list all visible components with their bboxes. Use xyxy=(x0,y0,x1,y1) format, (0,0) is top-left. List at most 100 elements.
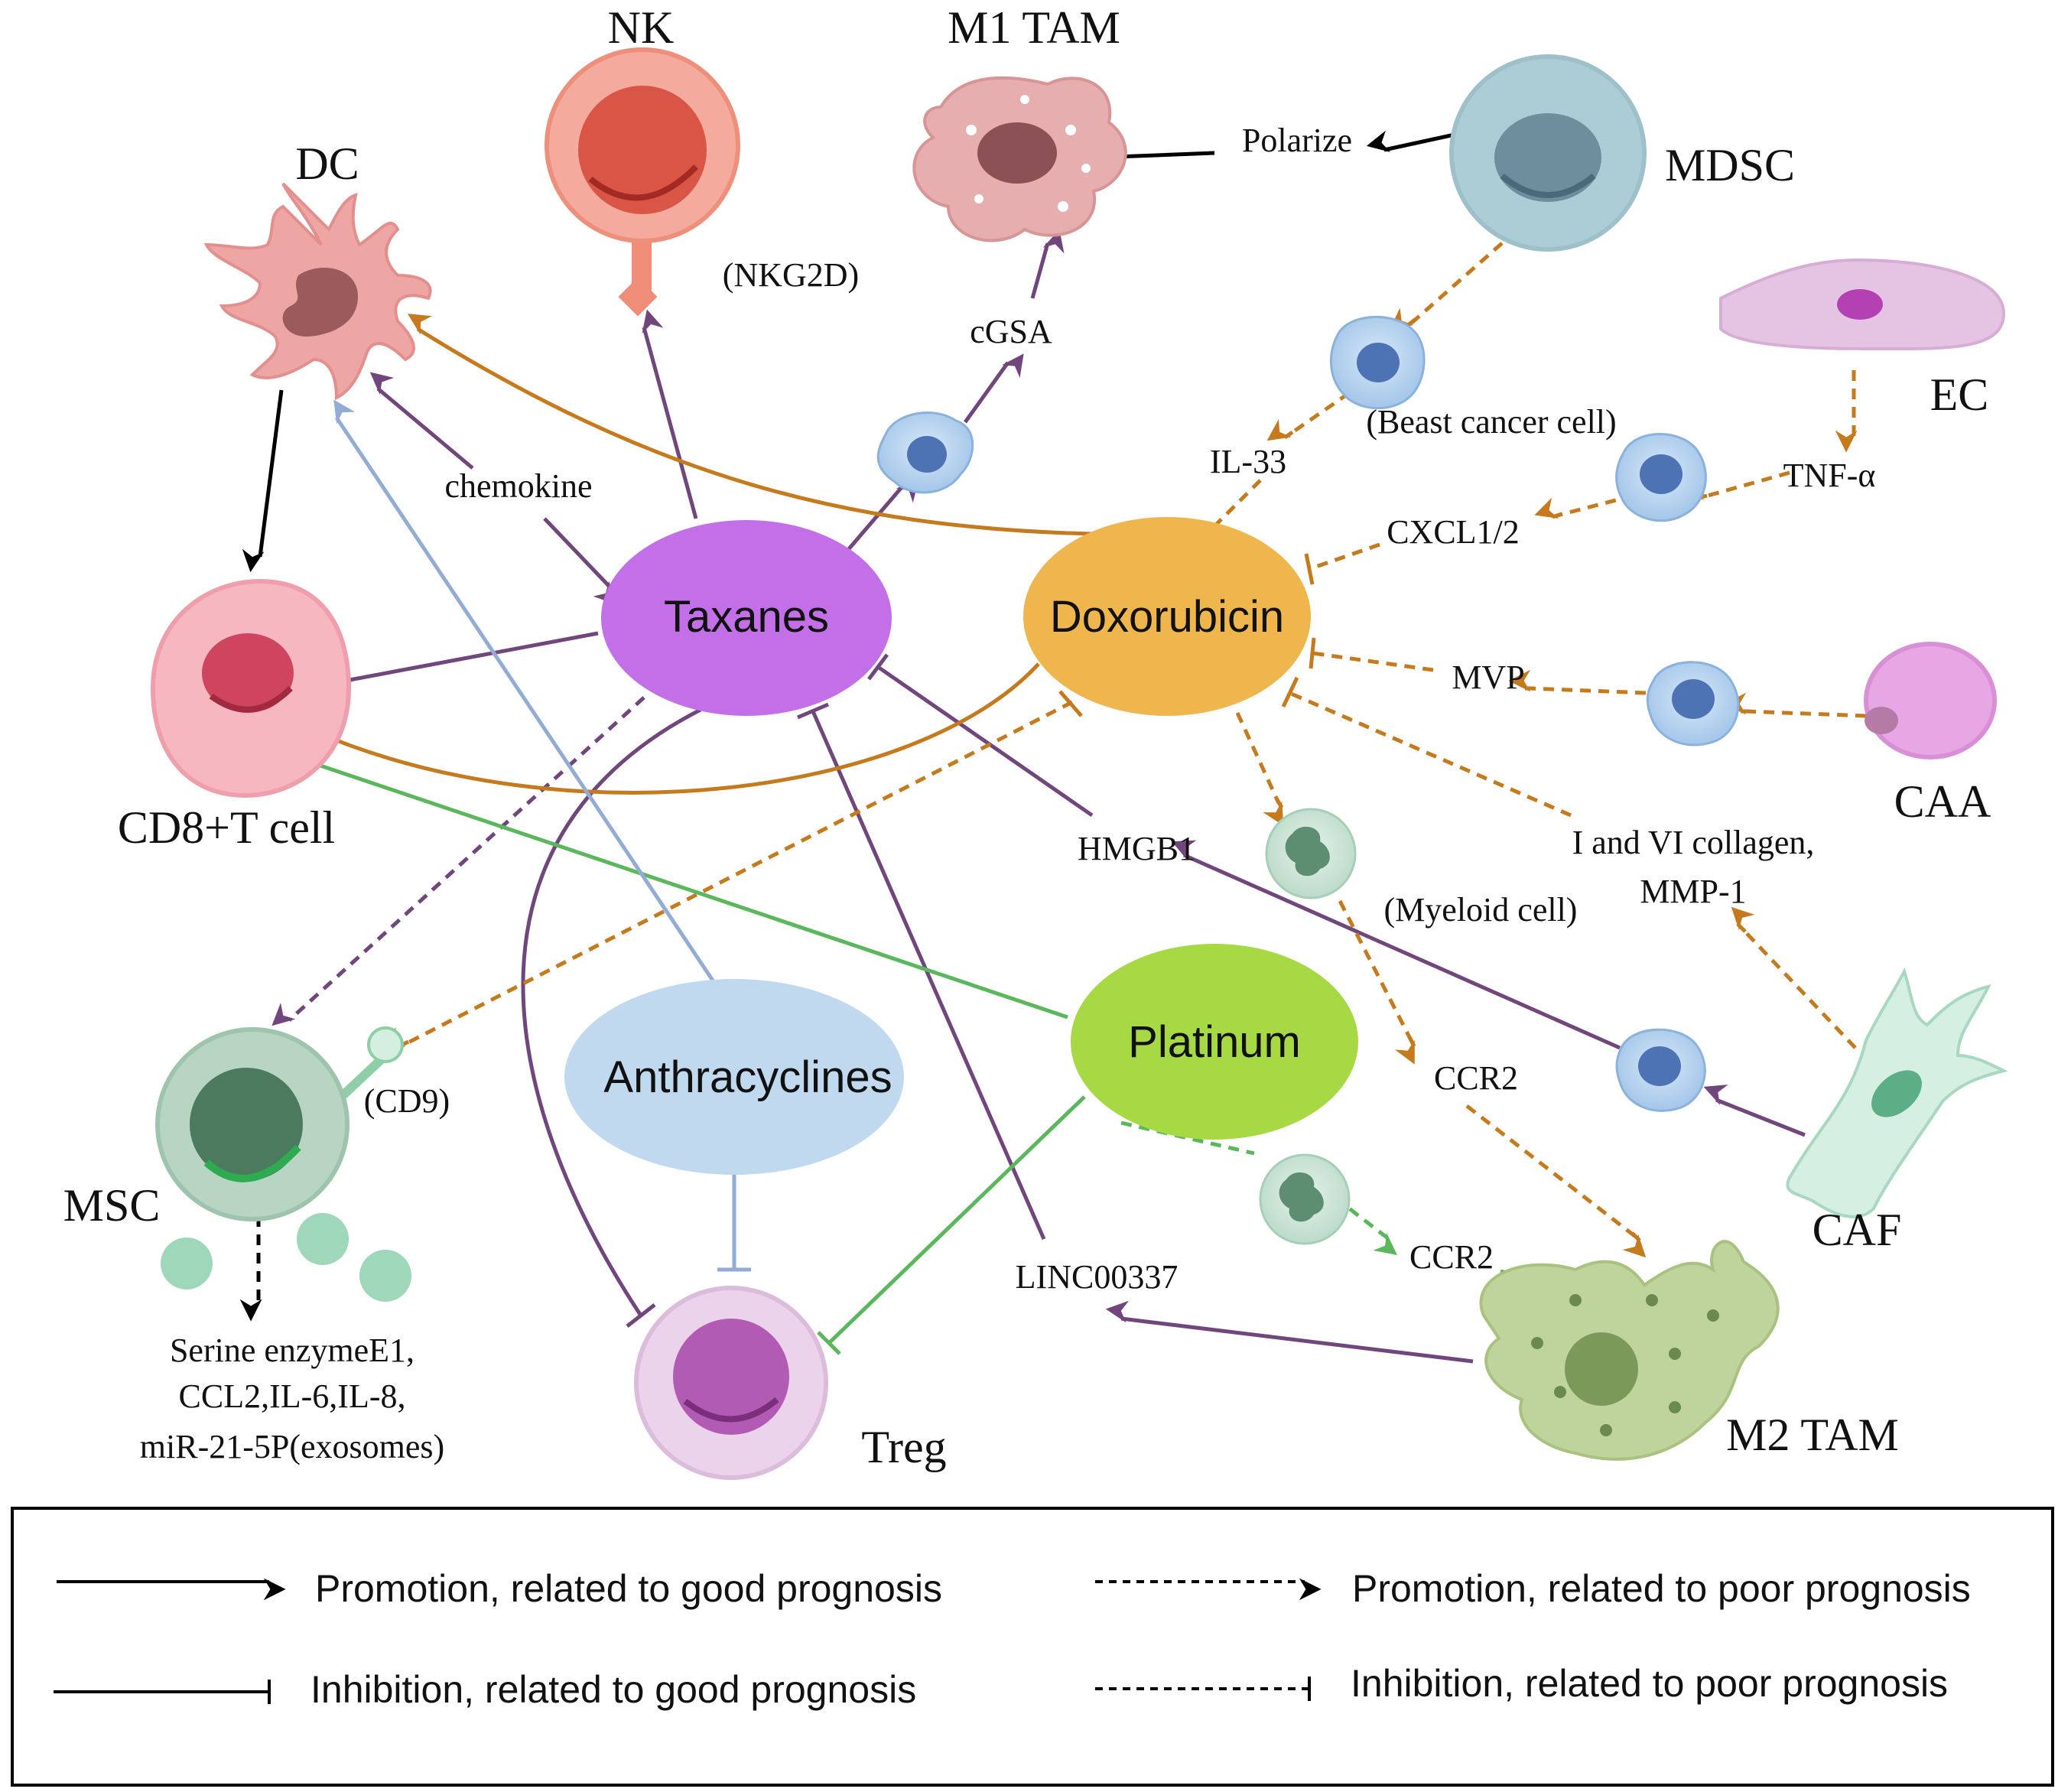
edge-m2-to-linc xyxy=(1105,1300,1474,1364)
platinum-node[interactable]: Platinum xyxy=(1071,944,1358,1140)
blue-cell-taxanes xyxy=(876,411,974,494)
legend-promo-good: Promotion, related to good prognosis xyxy=(315,1567,942,1610)
blue-cell-caf xyxy=(1615,1028,1706,1112)
edge-platinum-cd8 xyxy=(295,746,1068,1020)
ccr2-bottom-label: CCR2 xyxy=(1409,1238,1494,1276)
linc-label: LINC00337 xyxy=(1016,1258,1179,1296)
edge-dc-to-cd8 xyxy=(242,389,284,573)
edge-linc-taxanes xyxy=(811,710,1046,1241)
edge-taxanes-cd8 xyxy=(327,631,599,684)
blue-cell-caa xyxy=(1646,661,1740,746)
edge-mvp-doxo xyxy=(1312,651,1434,672)
mediator-labels: Polarize (NKG2D) cGSA (Beast cancer cell… xyxy=(140,122,1876,1465)
edge-platinum-treg xyxy=(827,1095,1086,1345)
doxorubicin-node[interactable]: Doxorubicin xyxy=(1023,517,1311,716)
m2-tam-cell xyxy=(1479,1240,1780,1461)
edge-caf-to-cell xyxy=(1703,1085,1806,1137)
edge-caf-cell-hmgb1 xyxy=(1172,840,1621,1050)
edge-polarize-m1 xyxy=(1100,138,1215,161)
legend-box xyxy=(11,1507,2054,1787)
beast-cancer-cell-label: (Beast cancer cell) xyxy=(1366,403,1616,441)
cd9-label: (CD9) xyxy=(364,1082,450,1120)
edge-myeloid-ccr2 xyxy=(1338,899,1414,1043)
edge-taxanes-cell xyxy=(846,479,919,552)
orange-dashed-edges xyxy=(402,242,1867,1239)
edge-taxanes-treg xyxy=(521,707,702,1317)
edge-linc-taxanes-bar xyxy=(797,702,829,720)
edge-cxcl-doxo xyxy=(1309,542,1380,571)
msc-label: MSC xyxy=(63,1180,161,1231)
dc-cell xyxy=(203,182,432,401)
il33-label: IL-33 xyxy=(1210,443,1286,480)
msc-output-line3: miR-21-5P(exosomes) xyxy=(140,1428,444,1465)
edge-hmgb1-taxanes xyxy=(876,665,1094,818)
edge-il33-doxo xyxy=(1208,479,1262,532)
caa-label: CAA xyxy=(1894,776,1991,827)
m1-tam-cell xyxy=(912,76,1127,242)
dc-label: DC xyxy=(295,138,359,189)
m1-tam-label: M1 TAM xyxy=(948,2,1120,53)
edge-platinum-myeloid-dashed xyxy=(1120,1120,1255,1156)
edges xyxy=(239,130,1867,1364)
taxanes-node[interactable]: Taxanes xyxy=(601,520,892,716)
nk-label: NK xyxy=(608,2,675,53)
cell-names: NK M1 TAM DC MDSC EC CD8+T cell CAA MSC … xyxy=(63,2,1991,1472)
edge-cgsa-m1 xyxy=(1030,229,1065,299)
mdsc-label: MDSC xyxy=(1665,140,1795,190)
chemokine-label: chemokine xyxy=(444,467,592,505)
taxanes-label: Taxanes xyxy=(664,592,829,642)
myeloid-cell-label: (Myeloid cell) xyxy=(1384,891,1578,929)
mdsc-cell xyxy=(1449,54,1647,252)
cells xyxy=(150,47,2008,1480)
edge-taxanes-nk xyxy=(642,309,698,519)
edge-chemokine-dc xyxy=(369,372,474,470)
blue-cell-mdsc xyxy=(1329,315,1426,410)
edge-chemokine-taxanes xyxy=(543,517,616,605)
edge-platinum-treg-bar xyxy=(817,1331,841,1355)
edge-doxo-cd9 xyxy=(402,700,1074,1047)
caa-cell xyxy=(1864,642,1997,759)
anthracyclines-label: Anthracyclines xyxy=(603,1052,892,1102)
myeloid-cell-top xyxy=(1265,808,1357,899)
blue-cell-tnf xyxy=(1615,433,1707,522)
mvp-label: MVP xyxy=(1452,659,1524,696)
msc-cell xyxy=(155,1026,411,1302)
edge-caf-collagen xyxy=(1739,925,1857,1049)
ccr2-top-label: CCR2 xyxy=(1434,1059,1518,1097)
edge-taxanes-msc-dashed xyxy=(271,696,645,1026)
edge-mdsc-cell xyxy=(1410,242,1504,324)
tnf-alpha-label: TNF-α xyxy=(1783,457,1876,494)
treg-cell xyxy=(634,1286,828,1480)
ec-label: EC xyxy=(1930,369,1989,420)
caf-label: CAF xyxy=(1813,1205,1902,1255)
legend: Promotion, related to good prognosis Inh… xyxy=(11,1507,2054,1787)
edge-doxo-dc xyxy=(407,314,1093,536)
edge-cell-il33 xyxy=(1288,391,1351,437)
caf-cell xyxy=(1786,967,2008,1218)
legend-inhib-poor: Inhibition, related to poor prognosis xyxy=(1351,1662,1948,1705)
legend-inhib-good: Inhibition, related to good prognosis xyxy=(310,1668,916,1711)
anthracyclines-node[interactable]: Anthracyclines xyxy=(564,979,904,1175)
edge-caa-cell xyxy=(1744,709,1867,718)
edge-taxanes-treg-bar xyxy=(626,1303,656,1328)
edge-cell-cxcl xyxy=(1556,493,1634,518)
edge-hmgb1-taxanes-bar xyxy=(867,653,889,681)
cd8-cell xyxy=(150,578,352,798)
edge-doxo-cd8 xyxy=(298,662,1040,795)
edge-collagen-doxo xyxy=(1289,691,1572,818)
edge-doxo-myeloid xyxy=(1235,711,1281,805)
edge-cell-mvp xyxy=(1529,686,1647,695)
doxorubicin-label: Doxorubicin xyxy=(1050,592,1284,642)
platinum-label: Platinum xyxy=(1128,1017,1301,1067)
edge-anthra-dc xyxy=(333,399,715,982)
nkg2d-label: (NKG2D) xyxy=(723,256,859,294)
msc-output-line2: CCL2,IL-6,IL-8, xyxy=(179,1377,406,1415)
edge-ccr2-m2 xyxy=(1465,1104,1638,1239)
collagen-label-1: I and VI collagen, xyxy=(1572,824,1815,861)
cgsa-label: cGSA xyxy=(970,313,1052,350)
edge-cell-cgsa xyxy=(963,353,1024,424)
cxcl12-label: CXCL1/2 xyxy=(1387,513,1520,551)
edge-mdsc-polarize xyxy=(1366,130,1455,152)
